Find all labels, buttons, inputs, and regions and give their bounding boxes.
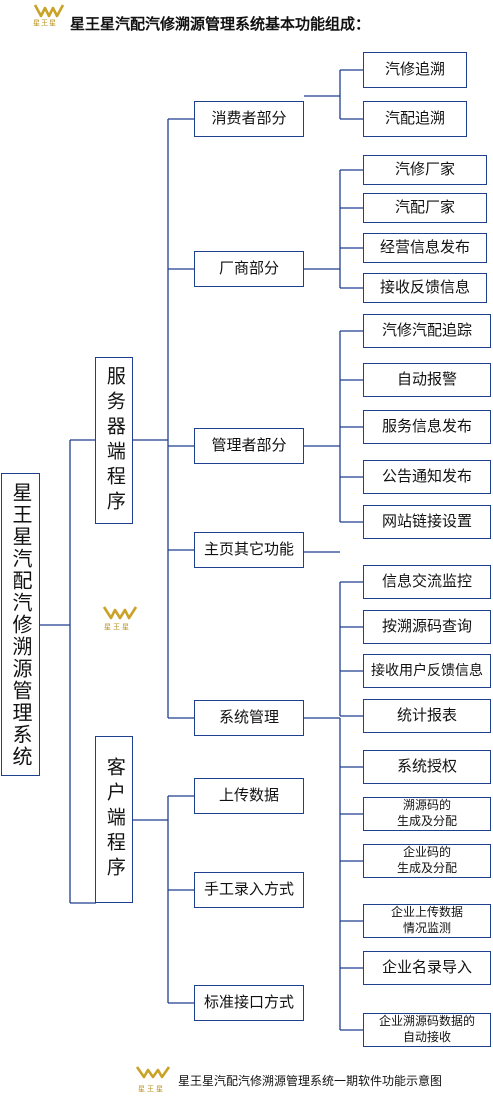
leaf-trace-code-query: 按溯源码查询 (363, 610, 491, 644)
leaf-auto-alarm: 自动报警 (363, 363, 491, 397)
diagram-caption: 星王星汽配汽修溯源管理系统一期软件功能示意图 (178, 1074, 443, 1088)
client-item-upload: 上传数据 (194, 778, 304, 814)
leaf-trace-data-auto-receive: 企业溯源码数据的 自动接收 (363, 1013, 491, 1047)
client-item-standard-interface: 标准接口方式 (194, 985, 304, 1021)
page-title: 星王星汽配汽修溯源管理系统基本功能组成： (70, 15, 371, 33)
leaf-repair-parts-tracking: 汽修汽配追踪 (363, 314, 491, 348)
leaf-info-exchange-monitor: 信息交流监控 (363, 565, 491, 599)
brand-logo-bottom-text: 星王星 (138, 1085, 165, 1093)
leaf-company-list-import: 企业名录导入 (363, 951, 491, 985)
leaf-repair-vendor: 汽修厂家 (363, 155, 487, 185)
home-other-group-node: 主页其它功能 (194, 532, 304, 568)
leaf-service-info-publish: 服务信息发布 (363, 410, 491, 444)
client-program-node: 客户端程序 (95, 736, 133, 903)
leaf-parts-trace: 汽配追溯 (363, 101, 467, 137)
consumer-group-node: 消费者部分 (194, 101, 304, 137)
leaf-receive-user-feedback: 接收用户反馈信息 (363, 654, 491, 688)
vendor-group-node: 厂商部分 (194, 251, 304, 287)
leaf-repair-trace: 汽修追溯 (363, 52, 467, 88)
leaf-website-link-settings: 网站链接设置 (363, 505, 491, 539)
system-management-group-node: 系统管理 (194, 700, 304, 736)
brand-logo-bottom (135, 1066, 171, 1079)
leaf-parts-vendor: 汽配厂家 (363, 193, 487, 223)
client-item-manual-entry: 手工录入方式 (194, 872, 304, 908)
leaf-statistics-report: 统计报表 (363, 699, 491, 733)
leaf-upload-status-monitor: 企业上传数据 情况监测 (363, 904, 491, 938)
leaf-trace-code-generation: 溯源码的 生成及分配 (363, 797, 491, 831)
leaf-company-code-generation: 企业码的 生成及分配 (363, 844, 491, 878)
manager-group-node: 管理者部分 (194, 428, 304, 464)
root-node: 星王星汽配汽修溯源管理系统 (1, 473, 40, 776)
server-program-node: 服务器端程序 (95, 357, 133, 524)
brand-logo-top (33, 4, 65, 18)
leaf-business-info-publish: 经营信息发布 (363, 233, 487, 263)
brand-logo-middle (102, 606, 138, 620)
leaf-notice-publish: 公告通知发布 (363, 460, 491, 494)
brand-logo-top-text: 星王星 (33, 19, 57, 27)
leaf-system-authorization: 系统授权 (363, 750, 491, 784)
brand-logo-middle-text: 星王星 (104, 623, 131, 631)
leaf-receive-feedback: 接收反馈信息 (363, 273, 487, 303)
